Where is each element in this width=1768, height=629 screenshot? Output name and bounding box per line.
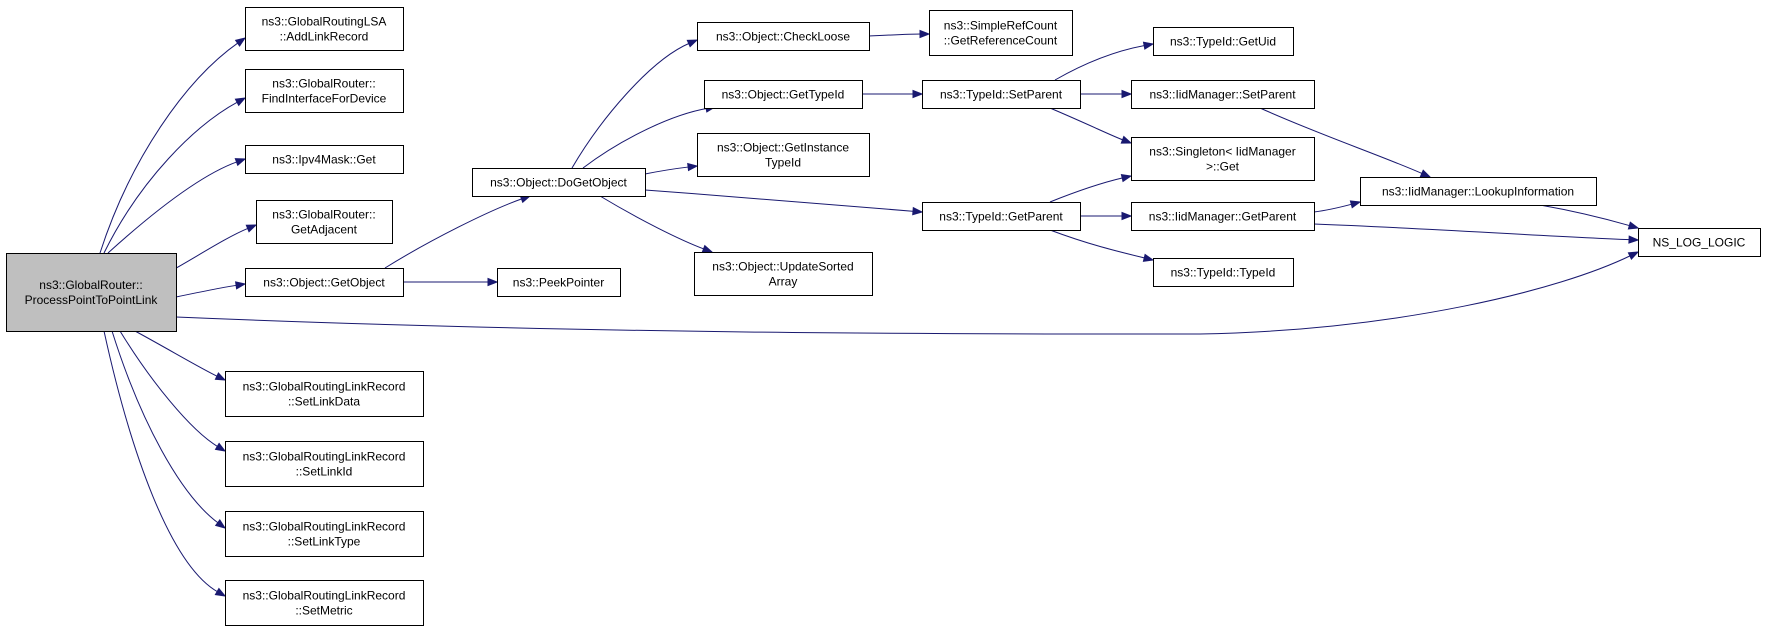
node-nslog[interactable]: NS_LOG_LOGIC — [1638, 228, 1761, 257]
edge-lookup-to-nslog — [1539, 204, 1640, 230]
edge-tsetparent-to-getuid — [1054, 41, 1155, 81]
node-label: >::Get — [1206, 160, 1240, 174]
node-setlinkdata[interactable]: ns3::GlobalRoutingLinkRecord::SetLinkDat… — [225, 371, 424, 417]
edge-dogetobj-to-updsorted — [599, 195, 714, 253]
edges-layer — [99, 29, 1640, 597]
node-label: ns3::SimpleRefCount — [944, 19, 1058, 33]
edge-objgettypeid-to-tsetparent — [862, 89, 924, 99]
node-checkloose[interactable]: ns3::Object::CheckLoose — [697, 22, 870, 51]
node-label: ::AddLinkRecord — [280, 30, 369, 44]
nodes-layer: ns3::GlobalRouter::ProcessPointToPointLi… — [6, 7, 1761, 626]
node-tgetparent[interactable]: ns3::TypeId::GetParent — [922, 202, 1081, 231]
edge-dogetobj-to-getinst — [644, 162, 699, 175]
node-label: ns3::IidManager::LookupInformation — [1382, 185, 1574, 199]
node-label: ns3::GlobalRoutingLinkRecord — [243, 520, 406, 534]
edge-iidgetparent-to-nslog — [1313, 223, 1640, 244]
edge-tsetparent-to-iidsetparent — [1080, 89, 1133, 99]
edge-iidsetparent-to-lookup — [1259, 107, 1432, 178]
edge-root-to-findif — [103, 97, 247, 254]
edge-tgetparent-to-typeidctor — [1049, 229, 1155, 262]
node-label: ns3::Ipv4Mask::Get — [272, 153, 376, 167]
node-objgettypeid[interactable]: ns3::Object::GetTypeId — [704, 80, 863, 109]
node-iidgetparent[interactable]: ns3::IidManager::GetParent — [1131, 202, 1315, 231]
node-label: ns3::Object::GetObject — [263, 276, 385, 290]
edge-tgetparent-to-singleton — [1049, 173, 1133, 203]
edge-tsetparent-to-singleton — [1049, 107, 1133, 144]
node-label: Array — [769, 275, 798, 289]
edge-root-to-setlinkid — [119, 330, 227, 452]
node-label: ns3::Object::DoGetObject — [490, 176, 627, 190]
node-label: ns3::GlobalRouter:: — [272, 208, 375, 222]
edge-dogetobj-to-checkloose — [571, 39, 699, 169]
node-label: ns3::GlobalRouter:: — [39, 278, 142, 292]
node-maskget[interactable]: ns3::Ipv4Mask::Get — [245, 145, 404, 174]
node-lookup[interactable]: ns3::IidManager::LookupInformation — [1360, 177, 1597, 206]
node-iidsetparent[interactable]: ns3::IidManager::SetParent — [1131, 80, 1315, 109]
node-addlink[interactable]: ns3::GlobalRoutingLSA::AddLinkRecord — [245, 7, 404, 51]
node-singleton[interactable]: ns3::Singleton< IidManager>::Get — [1131, 137, 1315, 181]
node-label: ::GetReferenceCount — [944, 34, 1058, 48]
node-label: GetAdjacent — [291, 223, 358, 237]
node-getadj[interactable]: ns3::GlobalRouter::GetAdjacent — [256, 200, 393, 244]
node-label: ns3::Object::UpdateSorted — [712, 260, 853, 274]
node-getobj[interactable]: ns3::Object::GetObject — [245, 268, 404, 297]
node-findif[interactable]: ns3::GlobalRouter::FindInterfaceForDevic… — [245, 69, 404, 113]
node-label: ns3::TypeId::SetParent — [940, 88, 1063, 102]
edge-getobj-to-dogetobj — [384, 195, 532, 269]
node-setmetric[interactable]: ns3::GlobalRoutingLinkRecord::SetMetric — [225, 580, 424, 626]
node-label: ns3::TypeId::GetParent — [939, 210, 1063, 224]
node-label: ns3::Object::CheckLoose — [716, 30, 850, 44]
edge-root-to-nslog — [175, 251, 1640, 335]
node-refcount[interactable]: ns3::SimpleRefCount::GetReferenceCount — [929, 10, 1073, 56]
node-setlinkid[interactable]: ns3::GlobalRoutingLinkRecord::SetLinkId — [225, 441, 424, 487]
edge-root-to-addlink — [99, 37, 247, 254]
node-label: ns3::IidManager::SetParent — [1149, 88, 1296, 102]
node-tsetparent[interactable]: ns3::TypeId::SetParent — [922, 80, 1081, 109]
node-label: ::SetLinkId — [296, 465, 353, 479]
node-label: ns3::GlobalRoutingLinkRecord — [243, 450, 406, 464]
node-label: ns3::GlobalRoutingLinkRecord — [243, 380, 406, 394]
node-label: ns3::IidManager::GetParent — [1149, 210, 1297, 224]
node-label: ns3::GlobalRoutingLSA — [262, 15, 387, 29]
node-getuid[interactable]: ns3::TypeId::GetUid — [1153, 27, 1294, 56]
edge-tgetparent-to-iidgetparent — [1079, 211, 1133, 221]
node-label: ns3::GlobalRouter:: — [272, 77, 375, 91]
node-peek[interactable]: ns3::PeekPointer — [497, 268, 621, 297]
node-label: ns3::Object::GetInstance — [717, 141, 849, 155]
node-label: FindInterfaceForDevice — [262, 92, 387, 106]
node-label: ProcessPointToPointLink — [25, 293, 159, 307]
node-label: ::SetLinkType — [288, 535, 361, 549]
node-dogetobj[interactable]: ns3::Object::DoGetObject — [472, 168, 646, 197]
node-label: ns3::TypeId::GetUid — [1170, 35, 1276, 49]
edge-getobj-to-peek — [402, 277, 499, 287]
edge-root-to-setmetric — [103, 330, 227, 597]
edge-root-to-getobj — [175, 281, 247, 298]
node-label: ns3::TypeId::TypeId — [1171, 266, 1276, 280]
edge-root-to-setlinktype — [111, 330, 227, 529]
node-label: ns3::PeekPointer — [513, 276, 604, 290]
edge-checkloose-to-refcount — [868, 29, 931, 39]
node-label: ns3::GlobalRoutingLinkRecord — [243, 589, 406, 603]
node-label: ::SetLinkData — [288, 395, 360, 409]
node-label: TypeId — [765, 156, 801, 170]
edge-root-to-setlinkdata — [134, 330, 227, 381]
node-label: ns3::Object::GetTypeId — [722, 88, 845, 102]
node-typeidctor[interactable]: ns3::TypeId::TypeId — [1153, 258, 1294, 287]
edge-iidgetparent-to-lookup — [1313, 200, 1362, 213]
node-setlinktype[interactable]: ns3::GlobalRoutingLinkRecord::SetLinkTyp… — [225, 511, 424, 557]
node-label: ::SetMetric — [295, 604, 352, 618]
edge-root-to-maskget — [107, 158, 247, 254]
node-root[interactable]: ns3::GlobalRouter::ProcessPointToPointLi… — [6, 253, 177, 332]
edge-dogetobj-to-tgetparent — [644, 189, 924, 216]
node-label: NS_LOG_LOGIC — [1653, 236, 1746, 250]
node-label: ns3::Singleton< IidManager — [1149, 145, 1295, 159]
edge-dogetobj-to-objgettypeid — [582, 104, 717, 169]
